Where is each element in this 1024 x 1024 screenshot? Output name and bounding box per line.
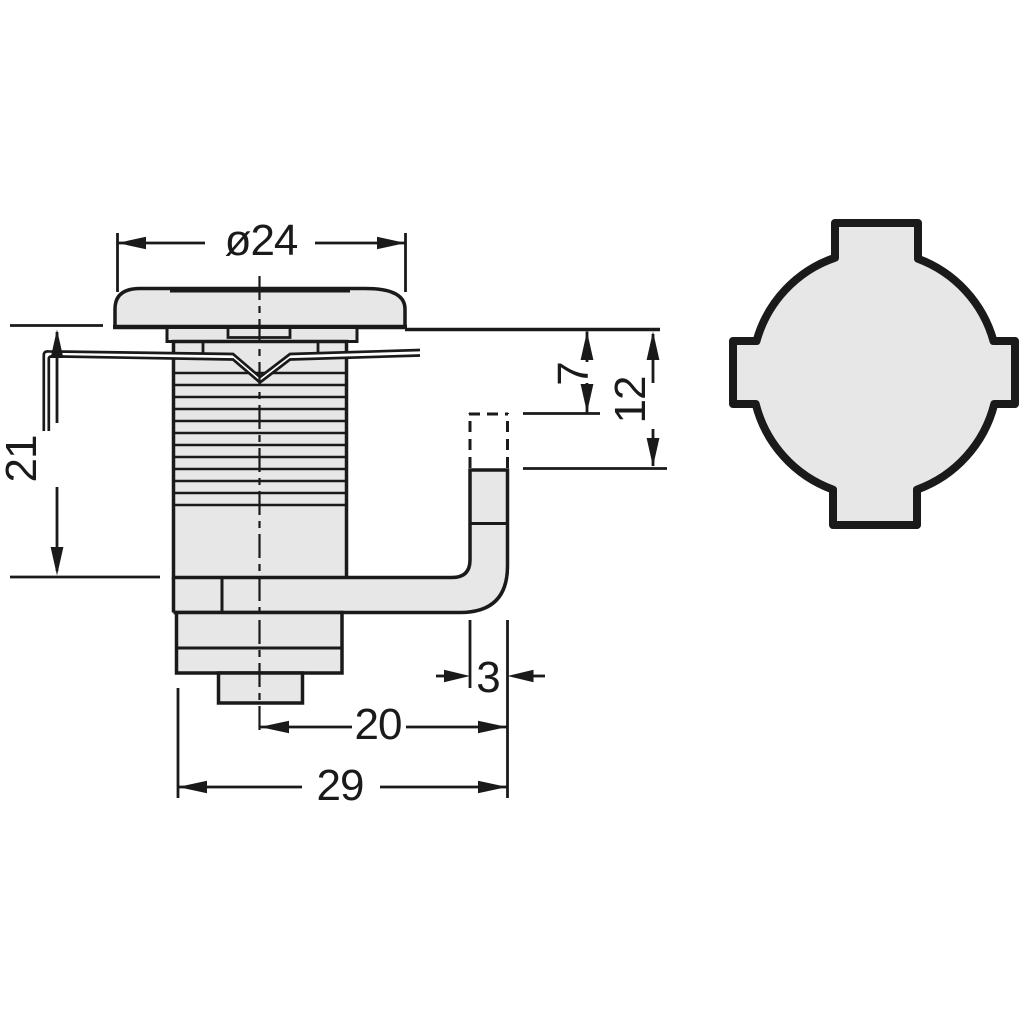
arrowhead [478, 780, 507, 794]
dimension-right-upper-label: 7 [549, 362, 598, 385]
arrowhead [50, 329, 64, 358]
mounting-hole-outline [729, 219, 1019, 529]
arrowhead [50, 547, 64, 576]
arrowhead [646, 331, 660, 360]
cam-hidden-position [468, 412, 509, 468]
dimension-cam-thickness: 3 [436, 620, 545, 798]
arrowhead [260, 720, 289, 734]
dimension-overall-length: 29 [176, 688, 507, 810]
arrowhead [580, 384, 594, 413]
arrowhead [646, 438, 660, 467]
spring-washer [42, 348, 421, 431]
arrowhead [478, 720, 507, 734]
cam-lever [173, 468, 510, 615]
arrowhead [580, 331, 594, 360]
dimension-left-height: 21 [0, 324, 160, 579]
dimension-cam-thickness-label: 3 [476, 653, 499, 702]
dimension-right-upper: 7 [523, 331, 600, 415]
arrowhead [117, 236, 146, 250]
side-view [42, 276, 660, 734]
spring-outer-line [42, 348, 421, 431]
dimension-right-lower: 12 [523, 331, 667, 470]
dimension-right-lower-label: 12 [606, 377, 655, 424]
arrowhead [377, 236, 406, 250]
dimension-overall-length-label: 29 [317, 761, 364, 810]
dimension-cam-length-label: 20 [355, 700, 402, 749]
cutout-view [729, 219, 1019, 529]
dimensions: ø24 21 7 12 [0, 216, 667, 810]
arrowhead [444, 669, 470, 683]
dimension-diameter: ø24 [116, 216, 407, 292]
dimension-left-height-label: 21 [0, 436, 46, 483]
spring-inner-line [47, 354, 421, 431]
arrowhead [507, 669, 534, 683]
dimension-diameter-label: ø24 [225, 216, 298, 265]
spring-white-gap [44, 351, 420, 430]
neck-collar [165, 326, 359, 343]
arrowhead [178, 780, 207, 794]
dimension-cam-length: 20 [260, 700, 507, 749]
